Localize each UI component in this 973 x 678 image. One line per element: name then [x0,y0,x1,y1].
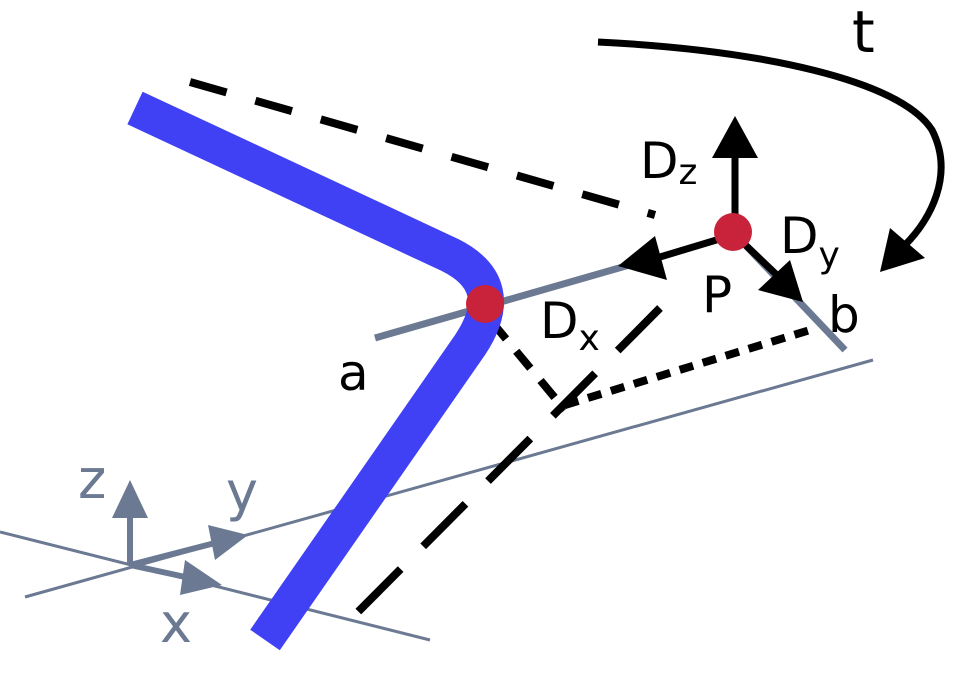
label-dz-main: D [640,132,679,190]
dashed-line-short [488,319,569,413]
axis-z-arrowhead-icon [112,480,148,518]
label-a: a [338,344,369,402]
label-b: b [828,286,860,344]
line-a-b [374,258,641,342]
label-dx-main: D [540,292,579,350]
label-dx-sub: x [579,318,600,359]
dashed-line-long [347,305,663,623]
dz-arrowhead-icon [712,116,758,158]
torque-arrow [597,38,945,248]
dy-arrowhead-icon [758,260,803,302]
axis-x-arrowhead-icon [180,560,222,595]
point-p [714,213,752,251]
torque-arrowhead-icon [880,228,925,272]
axis-x [129,562,191,581]
label-axis-y: y [226,460,258,523]
label-dz: Dz [640,132,697,193]
label-t: t [852,0,875,66]
label-dz-sub: z [679,152,698,193]
dx-arrowhead-icon [618,236,667,280]
label-dy: Dy [780,207,840,276]
dotted-line [563,326,812,409]
point-joint [466,285,504,323]
label-axis-z: z [78,448,106,511]
label-p: P [702,266,732,324]
label-axis-x: x [160,592,192,655]
label-dy-sub: y [819,235,840,276]
axis-y [129,540,216,568]
label-dx: Dx [540,292,600,359]
dashed-line-top [188,78,657,219]
label-dy-main: D [780,207,819,265]
beam [127,91,504,651]
axis-y-arrowhead-icon [208,525,248,560]
